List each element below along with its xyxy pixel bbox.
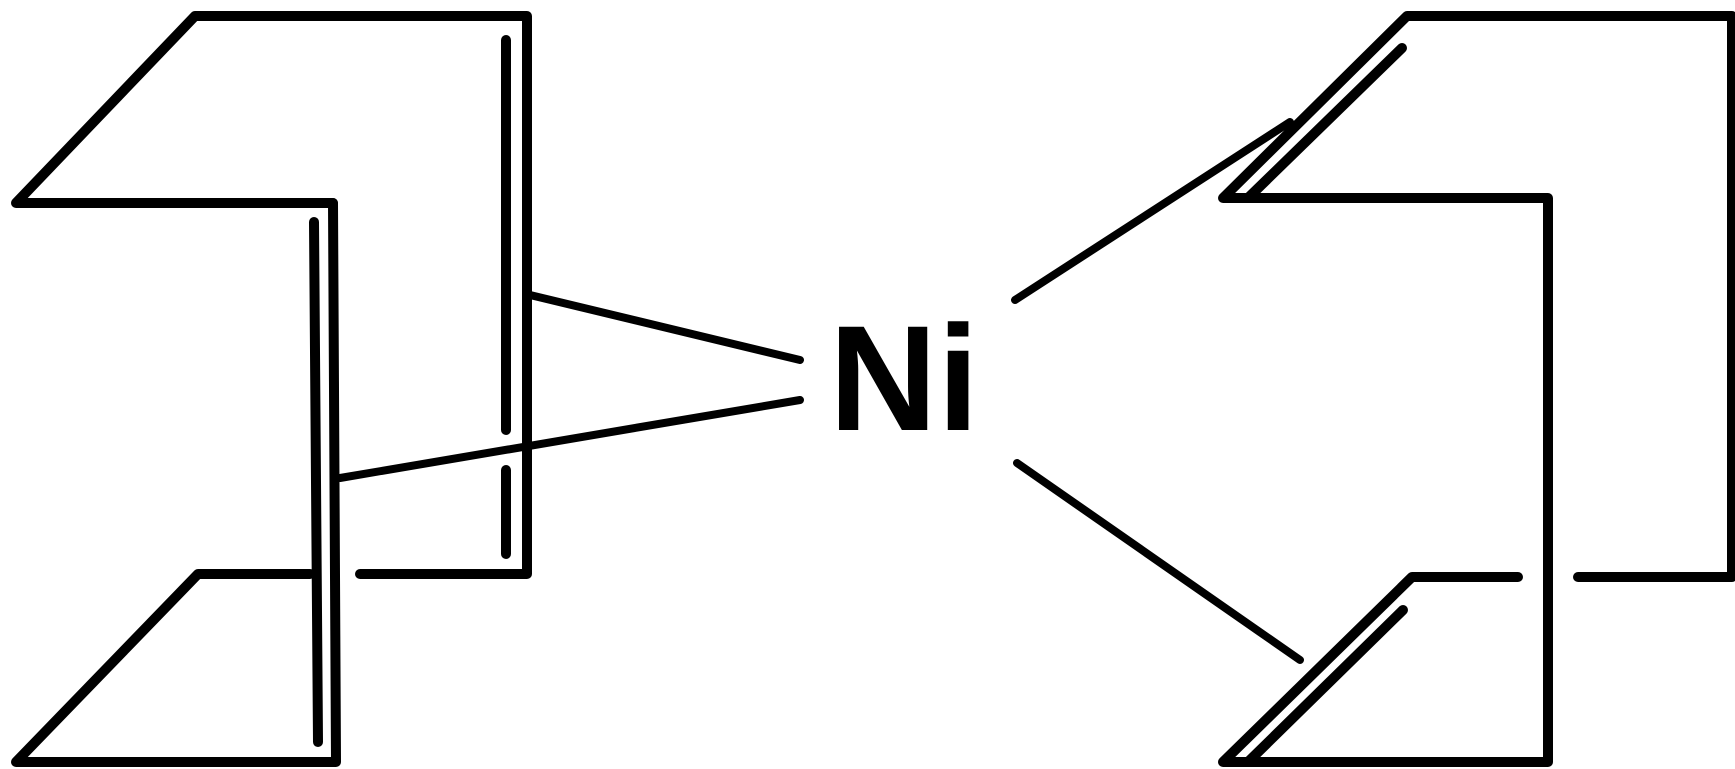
- right-ring-inner-double-bottom: [1243, 605, 1408, 767]
- nickel-atom-label: Ni: [829, 294, 979, 462]
- cod-ring-right: [1218, 11, 1735, 767]
- right-coordination-bonds: [1011, 118, 1304, 664]
- left-ring-lower-outline: [11, 198, 341, 767]
- right-ring-upper-outline: [1218, 11, 1735, 767]
- cod-ring-left: [11, 11, 532, 767]
- right-coord-bond-lower: [1013, 459, 1304, 664]
- left-coord-bond-upper: [526, 291, 804, 364]
- right-ring-inner-double-top: [1243, 43, 1407, 203]
- left-ring-upper-outline: [11, 11, 532, 579]
- left-ring-inner-double-vertical: [309, 217, 323, 747]
- right-coord-bond-upper: [1011, 118, 1294, 304]
- left-coord-bond-lower: [336, 396, 804, 482]
- left-coordination-bonds: [336, 291, 804, 482]
